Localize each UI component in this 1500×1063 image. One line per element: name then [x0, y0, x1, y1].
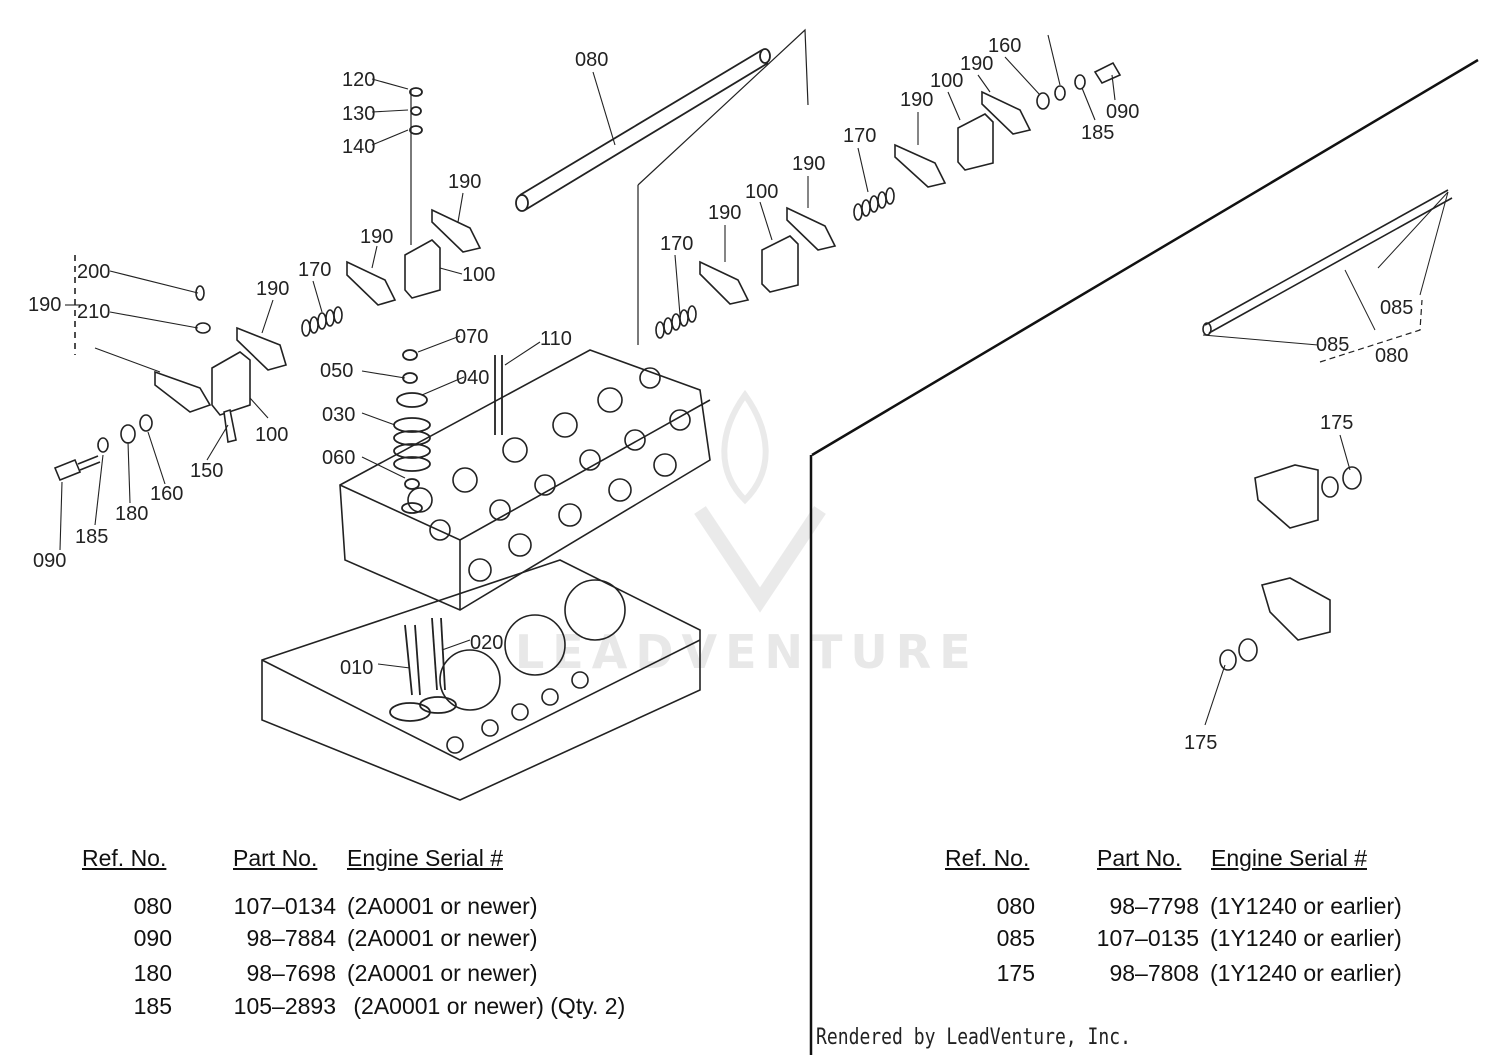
rocker-springs-main	[301, 306, 343, 337]
ref-no: 185	[133, 993, 172, 1019]
callout-upper-185: 185	[1081, 122, 1114, 144]
part-no: 107–0135	[1096, 925, 1199, 951]
leadventure-watermark: LEADVENTURE	[515, 389, 979, 679]
part-no: 105–2893	[233, 993, 336, 1019]
parts-table-left: Ref. No. Part No. Engine Serial # 080 10…	[0, 845, 800, 1045]
callout-upper-100-b: 100	[930, 70, 963, 92]
bolt-washers-left	[53, 255, 211, 482]
callout-upper-190-b: 190	[792, 153, 825, 175]
header-engine-serial: Engine Serial #	[1211, 845, 1367, 871]
inset-rocker-shaft	[1202, 189, 1453, 363]
inset-rocker-assemblies	[1219, 464, 1362, 671]
callout-160: 160	[150, 483, 183, 505]
ref-no: 180	[133, 960, 172, 986]
callout-020: 020	[470, 632, 503, 654]
panel-divider-diagonal	[811, 58, 1479, 457]
callout-upper-160: 160	[988, 35, 1021, 57]
callout-190-left: 190	[28, 294, 61, 316]
callout-030: 030	[322, 404, 355, 426]
callout-130: 130	[342, 103, 375, 125]
callout-inset-085-b: 085	[1316, 334, 1349, 356]
callout-185: 185	[75, 526, 108, 548]
part-no: 98–7884	[246, 925, 336, 951]
header-ref-no: Ref. No.	[945, 845, 1030, 871]
engine-serial: (2A0001 or newer)	[347, 925, 538, 951]
ref-no: 080	[996, 893, 1035, 919]
callout-170: 170	[298, 259, 331, 281]
part-no: 107–0134	[233, 893, 336, 919]
callout-110: 110	[540, 328, 572, 350]
cylinder-block	[261, 559, 701, 801]
callout-070: 070	[455, 326, 488, 348]
callout-inset-175-b: 175	[1184, 732, 1217, 754]
engine-serial: (2A0001 or newer)	[347, 893, 538, 919]
leader-lines	[59, 34, 1351, 726]
callout-upper-190-d: 190	[960, 53, 993, 75]
header-ref-no: Ref. No.	[82, 845, 167, 871]
callout-140: 140	[342, 136, 375, 158]
part-no: 98–7808	[1109, 960, 1199, 986]
callout-100-a: 100	[462, 264, 495, 286]
callout-upper-100-a: 100	[745, 181, 778, 203]
ref-no: 080	[133, 893, 172, 919]
ref-no: 085	[996, 925, 1035, 951]
rocker-arms-main	[154, 208, 482, 443]
header-engine-serial: Engine Serial #	[347, 845, 503, 871]
engine-serial: (2A0001 or newer) (Qty. 2)	[347, 993, 626, 1019]
ref-no: 090	[133, 925, 172, 951]
upper-rocker-bank	[637, 28, 1122, 345]
callout-inset-085-a: 085	[1380, 297, 1413, 319]
head-stud	[409, 87, 503, 435]
callout-upper-090: 090	[1106, 101, 1139, 123]
callout-190-c: 190	[256, 278, 289, 300]
engine-serial: (1Y1240 or earlier)	[1210, 925, 1402, 951]
callout-050: 050	[320, 360, 353, 382]
callout-200: 200	[77, 261, 110, 283]
callout-040: 040	[456, 367, 489, 389]
header-part-no: Part No.	[1097, 845, 1182, 871]
header-part-no: Part No.	[233, 845, 318, 871]
callout-inset-080: 080	[1375, 345, 1408, 367]
part-no: 98–7698	[246, 960, 336, 986]
callout-upper-190-c: 190	[900, 89, 933, 111]
rocker-shaft-main	[515, 48, 771, 212]
callout-upper-170-a: 170	[660, 233, 693, 255]
callout-120: 120	[342, 69, 375, 91]
engine-serial: (1Y1240 or earlier)	[1210, 960, 1402, 986]
engine-serial: (1Y1240 or earlier)	[1210, 893, 1402, 919]
ref-no: 175	[996, 960, 1035, 986]
callouts-upper: 170 190 100 190 170 190 100 190 160 185 …	[660, 35, 1139, 255]
callouts-main: 120 130 140 080 190 190 190 190 200 210 …	[28, 49, 608, 679]
callout-150: 150	[190, 460, 223, 482]
part-no: 98–7798	[1109, 893, 1199, 919]
callout-180: 180	[115, 503, 148, 525]
callout-010: 010	[340, 657, 373, 679]
callout-100-b: 100	[255, 424, 288, 446]
callout-060: 060	[322, 447, 355, 469]
parts-table-right: Ref. No. Part No. Engine Serial # 080 98…	[812, 845, 1500, 1045]
callout-upper-170-b: 170	[843, 125, 876, 147]
engine-serial: (2A0001 or newer)	[347, 960, 538, 986]
callout-090: 090	[33, 550, 66, 572]
watermark-text: LEADVENTURE	[515, 625, 979, 679]
callout-080: 080	[575, 49, 608, 71]
valves	[389, 617, 457, 722]
rendered-by-credit: Rendered by LeadVenture, Inc.	[816, 1025, 1131, 1050]
callout-190-b: 190	[360, 226, 393, 248]
callout-upper-190-a: 190	[708, 202, 741, 224]
callouts-inset: 085 085 080 175 175	[1184, 297, 1413, 754]
callout-190-a: 190	[448, 171, 481, 193]
callout-inset-175-a: 175	[1320, 412, 1353, 434]
callout-210: 210	[77, 301, 110, 323]
